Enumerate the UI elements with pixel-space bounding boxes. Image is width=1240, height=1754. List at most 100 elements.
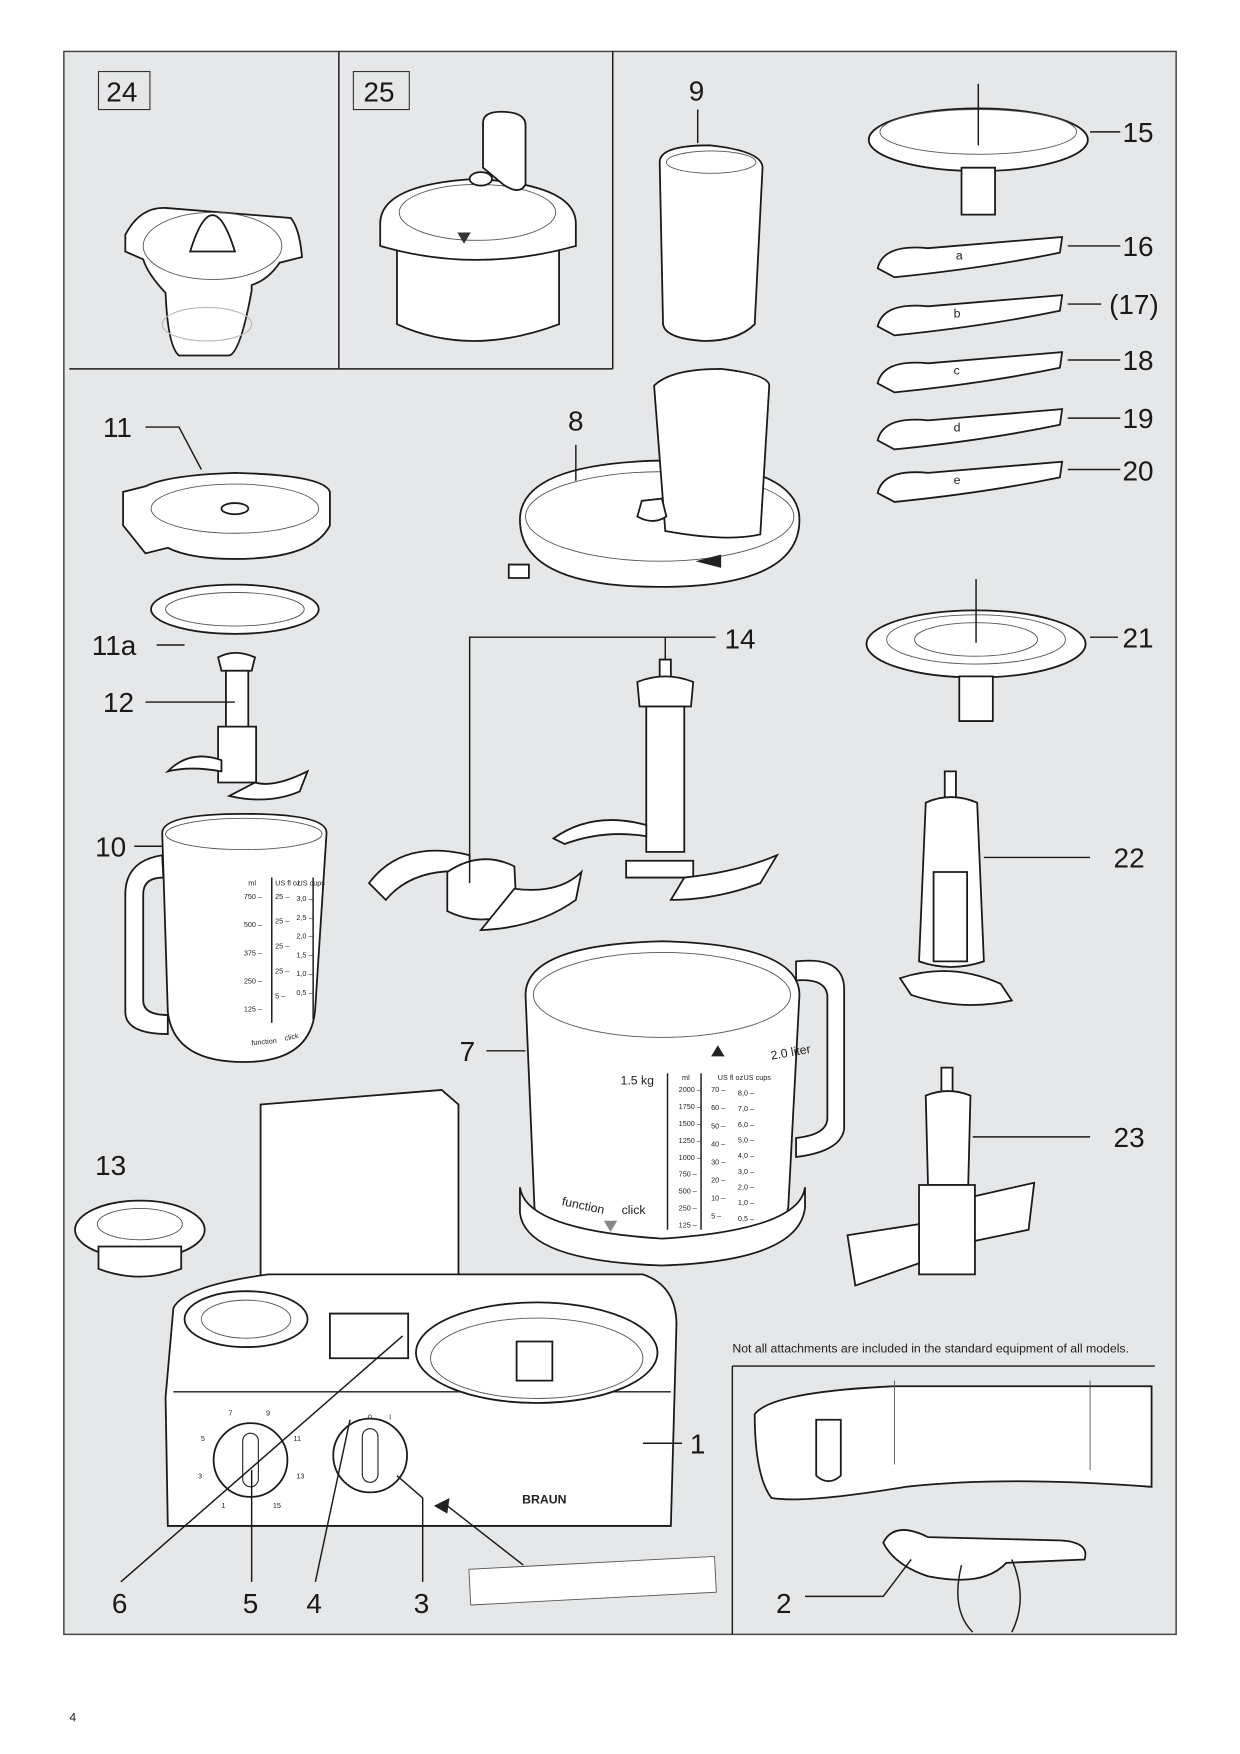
work-bowl-drawing	[519, 940, 846, 1267]
food-pusher-drawing	[658, 109, 764, 342]
speed-dial-number: 9	[266, 1408, 270, 1417]
disc-letter-a: a	[956, 248, 963, 262]
disc-letter-e: e	[954, 473, 961, 487]
cord-storage-detail-drawing	[753, 1380, 1153, 1633]
scale-cups-value: 5,0 –	[738, 1136, 755, 1145]
scale-ml-value: 250 –	[679, 1204, 698, 1213]
speed-dial-number: 1	[221, 1501, 225, 1510]
scale-ml-value: 1750 –	[679, 1102, 702, 1111]
label-10: 10	[95, 831, 126, 862]
speed-dial-number: 7	[228, 1408, 232, 1417]
scale-header: US fl oz	[718, 1073, 744, 1082]
label-2: 2	[776, 1588, 792, 1619]
jug-click-label: click	[284, 1031, 300, 1043]
scale-floz-value: 40 –	[711, 1139, 726, 1148]
scale-cups-value: 1,0 –	[738, 1198, 755, 1207]
insert-disc-c-drawing	[876, 351, 1064, 394]
label-6: 6	[112, 1588, 128, 1619]
label-1: 1	[690, 1428, 706, 1459]
insert-disc-a-drawing	[876, 236, 1064, 279]
motor-base-drawing	[164, 1089, 678, 1566]
scale-cups-value: 7,0 –	[738, 1104, 755, 1113]
label-24: 24	[106, 77, 137, 108]
scale-ml-value: 375 –	[244, 948, 263, 957]
scale-header: ml	[682, 1073, 690, 1082]
label-17: (17)	[1109, 289, 1159, 320]
switch-dial-position: 0	[368, 1413, 372, 1422]
scale-floz-value: 25 –	[275, 892, 290, 901]
insert-disc-b-drawing	[876, 294, 1064, 337]
scale-floz-value: 10 –	[711, 1193, 726, 1202]
scale-floz-value: 25 –	[275, 966, 290, 975]
emulsifying-disc-drawing	[865, 579, 1087, 722]
label-4: 4	[306, 1588, 322, 1619]
scale-header: US cups	[297, 878, 325, 887]
scale-cups-value: 2,5 –	[296, 913, 313, 922]
scale-floz-value: 60 –	[711, 1103, 726, 1112]
attachments-note: Not all attachments are included in the …	[732, 1342, 1129, 1356]
insert-disc-d-drawing	[876, 408, 1064, 451]
scale-cups-value: 3,0 –	[738, 1167, 755, 1176]
label-11: 11	[103, 412, 132, 443]
label-22: 22	[1114, 842, 1145, 873]
scale-floz-value: 30 –	[711, 1157, 726, 1166]
lid-drawing	[507, 368, 801, 588]
label-13: 13	[95, 1150, 126, 1181]
label-25: 25	[363, 77, 394, 108]
scale-floz-value: 70 –	[711, 1085, 726, 1094]
page-number: 4	[69, 1711, 76, 1725]
kneading-hook-drawing	[846, 1066, 1036, 1287]
small-jug-drawing	[124, 812, 328, 1063]
jug-function-label: function	[251, 1036, 277, 1047]
speed-dial-number: 3	[198, 1472, 202, 1481]
scale-ml-value: 2000 –	[679, 1085, 702, 1094]
scale-ml-value: 125 –	[679, 1220, 698, 1229]
scale-floz-value: 5 –	[275, 991, 286, 1000]
bowl-capacity-liter: 2.0 liter	[770, 1042, 812, 1063]
scale-floz-value: 50 –	[711, 1121, 726, 1130]
scale-floz-value: 20 –	[711, 1175, 726, 1184]
label-7: 7	[460, 1036, 476, 1067]
speed-dial-number: 5	[201, 1434, 205, 1443]
speed-dial-number: 15	[273, 1501, 281, 1510]
scale-floz-value: 25 –	[275, 917, 290, 926]
speed-chart-label	[468, 1555, 717, 1606]
scale-ml-value: 500 –	[679, 1187, 698, 1196]
scale-ml-value: 750 –	[244, 892, 263, 901]
scale-cups-value: 4,0 –	[738, 1151, 755, 1160]
label-21: 21	[1123, 622, 1154, 653]
scale-cups-value: 2,0 –	[296, 932, 313, 941]
scale-cups-value: 3,0 –	[296, 894, 313, 903]
disc-letter-d: d	[954, 421, 961, 435]
insert-disc-e-drawing	[876, 460, 1064, 503]
seal-ring-drawing	[150, 583, 320, 635]
speed-dial-number: 13	[296, 1472, 304, 1481]
small-chopper-blade-drawing	[164, 651, 310, 801]
dicing-attachment-drawing	[379, 110, 577, 342]
scale-ml-value: 500 –	[244, 920, 263, 929]
accessory-box-divider	[69, 51, 614, 370]
scale-ml-value: 1000 –	[679, 1153, 702, 1162]
scale-cups-value: 8,0 –	[738, 1089, 755, 1098]
citrus-press-drawing	[124, 207, 303, 357]
juicer-lid-drawing	[122, 471, 331, 560]
scale-header: US cups	[744, 1073, 772, 1082]
leader-lines	[120, 131, 1121, 1598]
disc-letter-b: b	[954, 306, 961, 320]
label-16: 16	[1123, 231, 1154, 262]
scale-floz-value: 5 –	[711, 1212, 722, 1221]
scale-cups-value: 0,5 –	[738, 1214, 755, 1223]
scale-ml-value: 1250 –	[679, 1136, 702, 1145]
label-20: 20	[1123, 456, 1154, 487]
scale-ml-value: 1500 –	[679, 1119, 702, 1128]
label-12: 12	[103, 687, 134, 718]
label-5: 5	[243, 1588, 259, 1619]
drive-cover-drawing	[74, 1199, 206, 1278]
disc-letter-c: c	[954, 363, 960, 377]
scale-cups-value: 1,0 –	[296, 969, 313, 978]
label-14: 14	[725, 623, 756, 654]
